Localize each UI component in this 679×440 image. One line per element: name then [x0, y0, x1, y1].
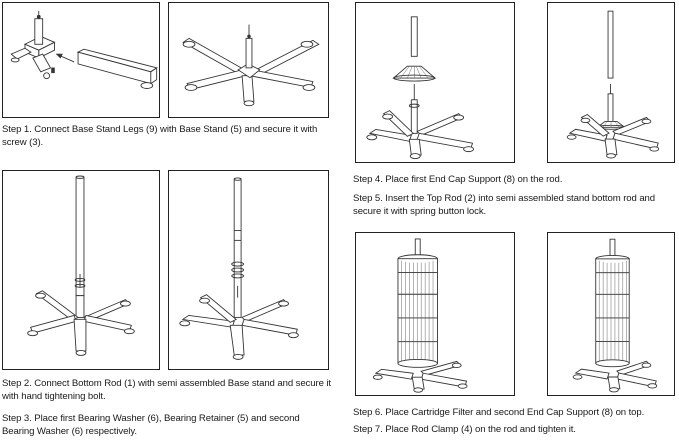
top-rod-illustration — [566, 10, 660, 159]
panel-step2 — [2, 170, 160, 370]
bearing-washers-illustration — [179, 177, 299, 360]
cartridge-filter-illustration — [372, 238, 468, 393]
end-cap-support-illustration — [366, 16, 474, 159]
panel-step4 — [355, 2, 515, 163]
bottom-rod-illustration — [27, 175, 135, 356]
step7-caption: Step 7. Place Rod Clamp (4) on the rod a… — [353, 424, 576, 435]
step5-caption: Step 5. Insert the Top Rod (2) into semi… — [353, 193, 656, 217]
panel-step7 — [547, 232, 675, 396]
step1-caption: Step 1. Connect Base Stand Legs (9) with… — [2, 124, 318, 148]
step6-caption: Step 6. Place Cartridge Filter and secon… — [353, 407, 645, 418]
panel-step1-assembled — [168, 2, 329, 118]
rod-clamp-illustration — [572, 238, 658, 393]
panel-step5 — [547, 2, 675, 163]
assembled-base-illustration — [182, 24, 320, 107]
panel-step6 — [355, 232, 515, 396]
step3-caption: Step 3. Place first Bearing Washer (6), … — [2, 413, 300, 437]
step4-caption: Step 4. Place first End Cap Support (8) … — [353, 174, 563, 185]
panel-step3 — [168, 170, 329, 370]
base-legs-exploded-illustration — [10, 10, 158, 89]
panel-step1-parts — [2, 2, 160, 118]
step2-caption: Step 2. Connect Bottom Rod (1) with semi… — [2, 378, 331, 402]
